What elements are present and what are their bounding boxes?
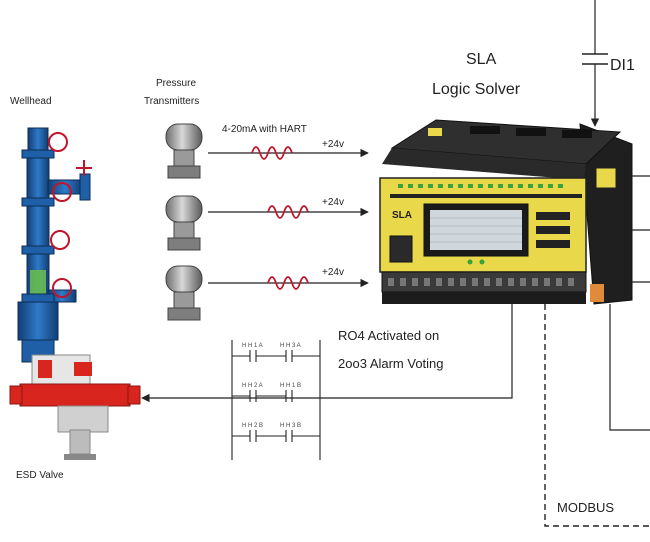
ro4-label-line1: RO4 Activated on bbox=[338, 328, 439, 343]
sla-title-line2: Logic Solver bbox=[432, 81, 521, 98]
supply-label-2: +24v bbox=[322, 197, 344, 208]
hart-wave-3 bbox=[267, 276, 309, 290]
sla-title-line1: SLA bbox=[466, 51, 497, 68]
signal-type-label: 4-20mA with HART bbox=[222, 124, 307, 135]
contact-label-hh1a: H H 1 A bbox=[242, 343, 263, 349]
wellhead-handwheels bbox=[48, 132, 92, 298]
sla-logic-solver-device: SLA bbox=[379, 119, 633, 305]
modbus-label: MODBUS bbox=[557, 500, 614, 515]
ro4-output-line bbox=[141, 304, 513, 403]
pressure-transmitter-icon bbox=[165, 195, 203, 251]
modbus-line bbox=[544, 304, 650, 527]
right-wire-4 bbox=[609, 304, 650, 431]
di-input-label: DI1 bbox=[610, 57, 635, 74]
supply-label-1: +24v bbox=[322, 139, 344, 150]
pressure-transmitter-icon bbox=[165, 123, 203, 179]
contact-label-hh3a: H H 3 A bbox=[280, 343, 301, 349]
device-brand-label: SLA bbox=[392, 210, 412, 221]
device-key bbox=[536, 240, 570, 248]
voting-contact-ladder bbox=[231, 340, 321, 460]
esd-valve-label: ESD Valve bbox=[16, 470, 64, 481]
pressure-transmitters-label-line2: Transmitters bbox=[144, 96, 199, 107]
ro4-label-line2: 2oo3 Alarm Voting bbox=[338, 356, 444, 371]
led-row bbox=[398, 184, 563, 188]
device-key bbox=[536, 212, 570, 220]
device-key bbox=[536, 226, 570, 234]
hart-wave-2 bbox=[267, 205, 309, 219]
hart-wave-1 bbox=[251, 146, 293, 160]
contact-label-hh3b: H H 3 B bbox=[280, 423, 301, 429]
wellhead-label: Wellhead bbox=[10, 96, 52, 107]
esd-valve-icon bbox=[9, 354, 141, 460]
pressure-transmitters-label-line1: Pressure bbox=[156, 78, 196, 89]
supply-label-3: +24v bbox=[322, 267, 344, 278]
lcd-screen bbox=[430, 210, 522, 250]
pressure-transmitter-icon bbox=[165, 265, 203, 321]
contact-label-hh2a: H H 2 A bbox=[242, 383, 263, 389]
contact-label-hh2b: H H 2 B bbox=[242, 423, 263, 429]
wellhead-christmas-tree bbox=[17, 127, 91, 363]
contact-label-hh1b: H H 1 B bbox=[280, 383, 301, 389]
